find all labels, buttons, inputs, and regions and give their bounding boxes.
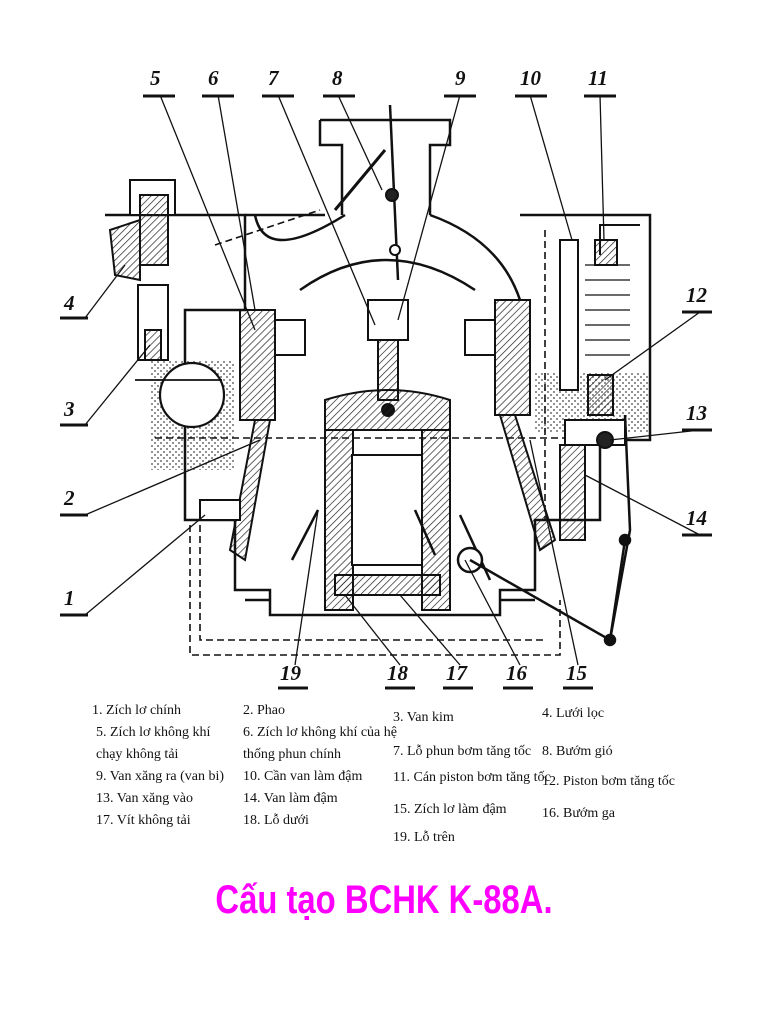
legend-item: 18. Lỗ dưới	[243, 813, 309, 828]
page-title: Cấu tạo BCHK K-88A.	[215, 878, 553, 922]
filter-inlet-assembly	[108, 179, 176, 361]
callout-4: 4	[63, 291, 75, 315]
callout-numbers: 5 6 7 8 9 10 11 4 3 2 1 12 13 14 19 18 1…	[63, 66, 708, 685]
callout-13: 13	[686, 401, 707, 425]
legend-column-2: 2. Phao 6. Zích lơ không khí của hệ thốn…	[243, 700, 397, 832]
legend-item: 7. Lỗ phun bơm tăng tốc	[393, 744, 532, 759]
legend-item: 19. Lỗ trên	[393, 830, 455, 845]
callout-2: 2	[63, 486, 75, 510]
legend-item: thống phun chính	[243, 747, 341, 762]
carburetor-diagram: 5 6 7 8 9 10 11 4 3 2 1 12 13 14 19 18 1…	[60, 66, 712, 690]
legend-item: 5. Zích lơ không khí	[96, 725, 211, 740]
choke-valve	[333, 104, 401, 281]
callout-8: 8	[332, 66, 343, 90]
callout-19: 19	[280, 661, 302, 685]
right-jet-assembly	[464, 299, 557, 552]
callout-15: 15	[566, 661, 587, 685]
callout-6: 6	[208, 66, 219, 90]
callout-9: 9	[455, 66, 466, 90]
callout-7: 7	[268, 66, 280, 90]
legend-item: 15. Zích lơ làm đậm	[393, 802, 507, 817]
throttle-valves	[290, 414, 632, 647]
callout-12: 12	[686, 283, 708, 307]
legend-column-1: 1. Zích lơ chính 5. Zích lơ không khí ch…	[92, 700, 224, 832]
callout-16: 16	[506, 661, 528, 685]
carburetor-body	[105, 118, 652, 617]
legend-item: 4. Lưới lọc	[542, 706, 605, 721]
callout-10: 10	[520, 66, 542, 90]
central-nozzle	[324, 299, 451, 611]
legend-item: 6. Zích lơ không khí của hệ	[243, 725, 397, 740]
legend-item: 10. Cần van làm đậm	[243, 769, 363, 784]
legend-item: 17. Vít không tải	[96, 813, 191, 828]
callout-14: 14	[686, 506, 707, 530]
callout-bars	[60, 94, 712, 690]
legend-column-4: 4. Lưới lọc 8. Bướm gió 12. Piston bơm t…	[542, 703, 675, 825]
float	[158, 361, 226, 429]
callout-1: 1	[64, 586, 75, 610]
accelerator-pump	[559, 224, 640, 541]
legend-item: 1. Zích lơ chính	[92, 703, 182, 718]
callout-3: 3	[63, 397, 75, 421]
fuel-passages	[155, 209, 600, 656]
legend-item: 9. Van xăng ra (van bi)	[96, 769, 225, 784]
legend-item: 2. Phao	[243, 703, 285, 718]
legend-column-3: 3. Van kim 7. Lỗ phun bơm tăng tốc 11. C…	[393, 706, 551, 848]
legend-item: 13. Van xăng vào	[96, 791, 193, 806]
legend-item: 8. Bướm gió	[542, 744, 613, 759]
legend-item: chạy không tải	[96, 747, 179, 762]
callout-18: 18	[387, 661, 409, 685]
callout-11: 11	[588, 66, 608, 90]
callout-17: 17	[446, 661, 469, 685]
legend-item: 11. Cán piston bơm tăng tốc	[393, 770, 551, 785]
callout-5: 5	[150, 66, 161, 90]
leader-lines	[84, 94, 701, 666]
legend-item: 12. Piston bơm tăng tốc	[542, 774, 676, 789]
left-jet-assembly	[199, 309, 306, 562]
legend-item: 16. Bướm ga	[542, 806, 615, 821]
legend-item: 3. Van kim	[393, 710, 454, 725]
legend-item: 14. Van làm đậm	[243, 791, 338, 806]
